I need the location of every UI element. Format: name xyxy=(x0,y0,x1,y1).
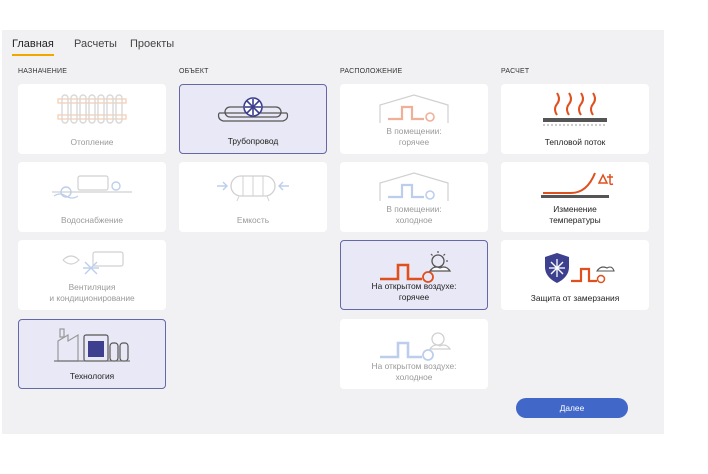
outdoor-cold-icon xyxy=(340,325,488,363)
calc-card-heat-flow[interactable]: Тепловой поток xyxy=(501,84,649,154)
card-label: Отопление xyxy=(70,137,114,147)
column-header-calculation: РАСЧЕТ xyxy=(501,68,530,75)
pipeline-icon xyxy=(180,91,326,129)
purpose-card-water-supply[interactable]: Водоснабжение xyxy=(18,162,166,232)
temperature-change-icon xyxy=(501,166,649,204)
card-label: Трубопровод xyxy=(227,136,279,146)
location-card-outdoor-hot[interactable]: На открытом воздухе: горячее xyxy=(340,240,488,310)
card-label: На открытом воздухе: горячее xyxy=(371,281,457,302)
card-label: Емкость xyxy=(236,215,270,225)
ventilation-icon xyxy=(18,244,166,282)
object-card-tank[interactable]: Емкость xyxy=(179,162,327,232)
purpose-card-ventilation[interactable]: Вентиляция и кондиционирование xyxy=(18,240,166,310)
location-card-outdoor-cold[interactable]: На открытом воздухе: холодное xyxy=(340,319,488,389)
object-card-pipeline[interactable]: Трубопровод xyxy=(179,84,327,154)
card-label: Защита от замерзания xyxy=(530,293,620,303)
tab-projects[interactable]: Проекты xyxy=(130,38,175,50)
column-header-purpose: НАЗНАЧЕНИЕ xyxy=(18,68,68,75)
next-button[interactable]: Далее xyxy=(516,398,628,418)
calc-card-freeze-protection[interactable]: Защита от замерзания xyxy=(501,240,649,310)
indoor-cold-icon xyxy=(340,168,488,206)
card-label: В помещении: холодное xyxy=(386,204,442,225)
card-label: Тепловой поток xyxy=(544,137,606,147)
main-panel: Главная Расчеты Проекты НАЗНАЧЕНИЕ ОБЪЕК… xyxy=(2,30,664,434)
water-supply-icon xyxy=(18,168,166,206)
outdoor-hot-icon xyxy=(341,247,487,285)
radiator-icon xyxy=(18,90,166,128)
heat-flow-icon xyxy=(501,90,649,128)
card-label: Технология xyxy=(69,371,115,381)
card-label: В помещении: горячее xyxy=(386,126,442,147)
purpose-card-heating[interactable]: Отопление xyxy=(18,84,166,154)
tab-main[interactable]: Главная xyxy=(12,38,54,56)
calc-card-temperature-change[interactable]: Изменение температуры xyxy=(501,162,649,232)
factory-icon xyxy=(19,326,165,364)
tank-icon xyxy=(179,168,327,206)
card-label: Изменение температуры xyxy=(549,204,601,225)
location-card-indoor-cold[interactable]: В помещении: холодное xyxy=(340,162,488,232)
column-header-location: РАСПОЛОЖЕНИЕ xyxy=(340,68,403,75)
tab-calculations[interactable]: Расчеты xyxy=(74,38,117,50)
purpose-card-technology[interactable]: Технология xyxy=(18,319,166,389)
column-header-object: ОБЪЕКТ xyxy=(179,68,209,75)
indoor-hot-icon xyxy=(340,90,488,128)
freeze-protection-icon xyxy=(501,250,649,288)
card-label: На открытом воздухе: холодное xyxy=(371,361,457,382)
card-label: Вентиляция и кондиционирование xyxy=(49,282,135,303)
location-card-indoor-hot[interactable]: В помещении: горячее xyxy=(340,84,488,154)
card-label: Водоснабжение xyxy=(61,215,123,225)
